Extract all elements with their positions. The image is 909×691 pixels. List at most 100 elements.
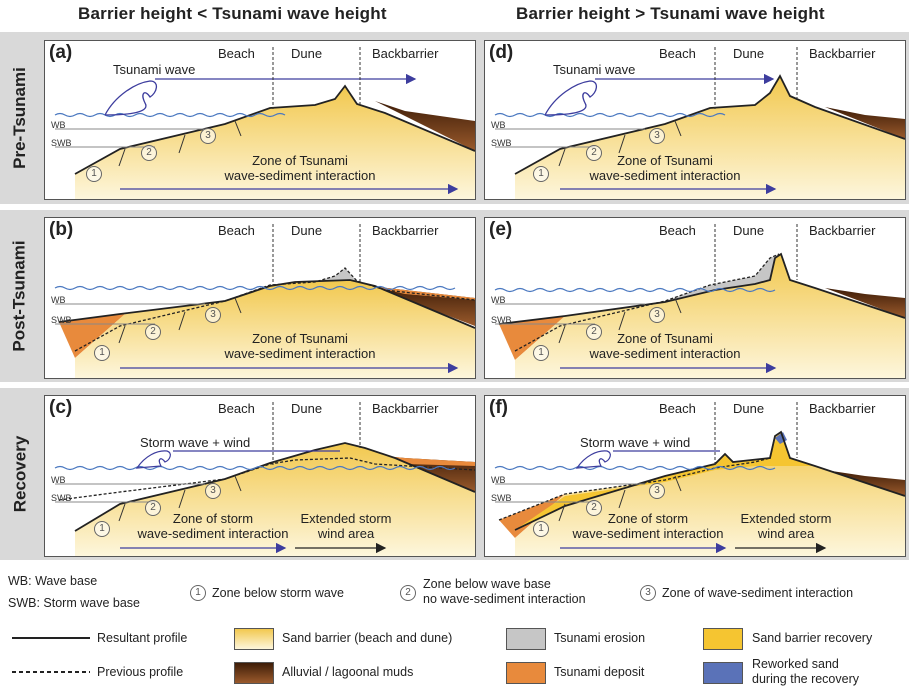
panel-e-title: (e) <box>489 219 513 240</box>
panel-c-zone-3: 3 <box>205 483 221 499</box>
panel-f-backbarrier: Backbarrier <box>809 401 876 416</box>
panel-f-zone-2: 2 <box>586 500 602 516</box>
legend-resultant: Resultant profile <box>97 631 188 645</box>
panel-b-diagram <box>54 224 475 378</box>
legend-swb: SWB: Storm wave base <box>8 596 140 610</box>
panel-e-wb: WB <box>491 295 506 305</box>
legend-zone-3-marker: 3 <box>640 585 656 601</box>
panel-e-zone-3: 3 <box>649 307 665 323</box>
panel-c-beach: Beach <box>218 401 255 416</box>
panel-c-zone-1: 1 <box>94 521 110 537</box>
panel-a-zone-2: 2 <box>141 145 157 161</box>
panel-c-backbarrier: Backbarrier <box>372 401 439 416</box>
panel-d: (d) Beach Dune Backbarrier Tsunami wave … <box>484 40 906 200</box>
panel-d-zone-3: 3 <box>649 128 665 144</box>
legend-zone-1-marker: 1 <box>190 585 206 601</box>
panel-d-dune: Dune <box>733 46 765 61</box>
panel-f: (f) Beach Dune Backbarrier Storm wave + … <box>484 395 906 557</box>
panel-b-zone-2: 2 <box>145 324 161 340</box>
panel-e-beach: Beach <box>659 223 696 238</box>
panel-e-swb: SWB <box>491 315 512 325</box>
panel-f-diagram <box>494 402 905 556</box>
legend-sand-swatch <box>234 628 274 650</box>
panel-b-swb: SWB <box>51 315 72 325</box>
panel-f-zone-3: 3 <box>649 483 665 499</box>
legend-recovery-swatch <box>703 628 743 650</box>
row-label-recovery: Recovery <box>10 435 29 513</box>
panel-a-wb: WB <box>51 120 66 130</box>
panel-d-wave-label: Tsunami wave <box>553 62 636 77</box>
panel-e: (e) Beach Dune Backbarrier WB SWB 1 2 3 … <box>484 217 906 379</box>
column-header-left: Barrier height < Tsunami wave height <box>78 4 387 23</box>
legend-mud-swatch <box>234 662 274 684</box>
panel-a-swb: SWB <box>51 138 72 148</box>
legend-zone-2-marker: 2 <box>400 585 416 601</box>
panel-d-title: (d) <box>489 42 514 63</box>
panel-b-backbarrier: Backbarrier <box>372 223 439 238</box>
panel-f-title: (f) <box>489 397 508 418</box>
panel-b-zone-3: 3 <box>205 307 221 323</box>
panel-a-diagram <box>54 47 475 199</box>
panel-a-beach: Beach <box>218 46 255 61</box>
legend-sand: Sand barrier (beach and dune) <box>282 631 453 645</box>
panel-f-wb: WB <box>491 475 506 485</box>
column-header-right: Barrier height > Tsunami wave height <box>516 4 825 23</box>
panel-e-zone-2: 2 <box>586 324 602 340</box>
panel-f-swb: SWB <box>491 493 512 503</box>
panel-b-beach: Beach <box>218 223 255 238</box>
panel-f-zone-1: 1 <box>533 521 549 537</box>
legend-muds: Alluvial / lagoonal muds <box>282 665 414 679</box>
legend-deposit: Tsunami deposit <box>554 665 645 679</box>
panel-c-wb: WB <box>51 475 66 485</box>
legend-recovery: Sand barrier recovery <box>752 631 873 645</box>
panel-e-backbarrier: Backbarrier <box>809 223 876 238</box>
panel-c-wave-label: Storm wave + wind <box>140 435 251 450</box>
panel-c-dune: Dune <box>291 401 323 416</box>
panel-a-dune: Dune <box>291 46 323 61</box>
panel-d-diagram <box>494 47 905 199</box>
panel-c-swb: SWB <box>51 493 72 503</box>
panel-a-title: (a) <box>49 42 73 63</box>
panel-b-wb: WB <box>51 295 66 305</box>
legend-reworked-swatch <box>703 662 743 684</box>
legend-line-samples <box>12 637 90 673</box>
panel-a-backbarrier: Backbarrier <box>372 46 439 61</box>
panel-d-zone-2: 2 <box>586 145 602 161</box>
panel-f-wave-label: Storm wave + wind <box>580 435 691 450</box>
panel-c: (c) Beach Dune Backbarrier Storm wave + … <box>44 395 476 557</box>
panel-d-zone-1: 1 <box>533 166 549 182</box>
panel-a-zone-1: 1 <box>86 166 102 182</box>
panel-f-beach: Beach <box>659 401 696 416</box>
legend-zone-1: Zone below storm wave <box>212 586 345 600</box>
panel-c-zone-2: 2 <box>145 500 161 516</box>
row-label-pre: Pre-Tsunami <box>10 67 29 169</box>
legend-deposit-swatch <box>506 662 546 684</box>
panel-b-zone-1: 1 <box>94 345 110 361</box>
panel-b-title: (b) <box>49 219 74 240</box>
panel-c-title: (c) <box>49 397 73 418</box>
panel-b: (b) Beach Dune Backbarrier WB SWB 1 2 3 … <box>44 217 476 379</box>
panel-a: (a) Beach Dune Backbarrier Tsunami wave … <box>44 40 476 200</box>
panel-d-wb: WB <box>491 120 506 130</box>
panel-e-diagram <box>494 224 905 378</box>
panel-e-zone-1: 1 <box>533 345 549 361</box>
panel-d-backbarrier: Backbarrier <box>809 46 876 61</box>
panel-d-swb: SWB <box>491 138 512 148</box>
panel-f-dune: Dune <box>733 401 765 416</box>
panel-d-beach: Beach <box>659 46 696 61</box>
panel-a-zone-3: 3 <box>200 128 216 144</box>
legend-erosion-swatch <box>506 628 546 650</box>
legend-zone-3: Zone of wave-sediment interaction <box>662 586 854 600</box>
panel-e-dune: Dune <box>733 223 765 238</box>
legend-erosion: Tsunami erosion <box>554 631 646 645</box>
